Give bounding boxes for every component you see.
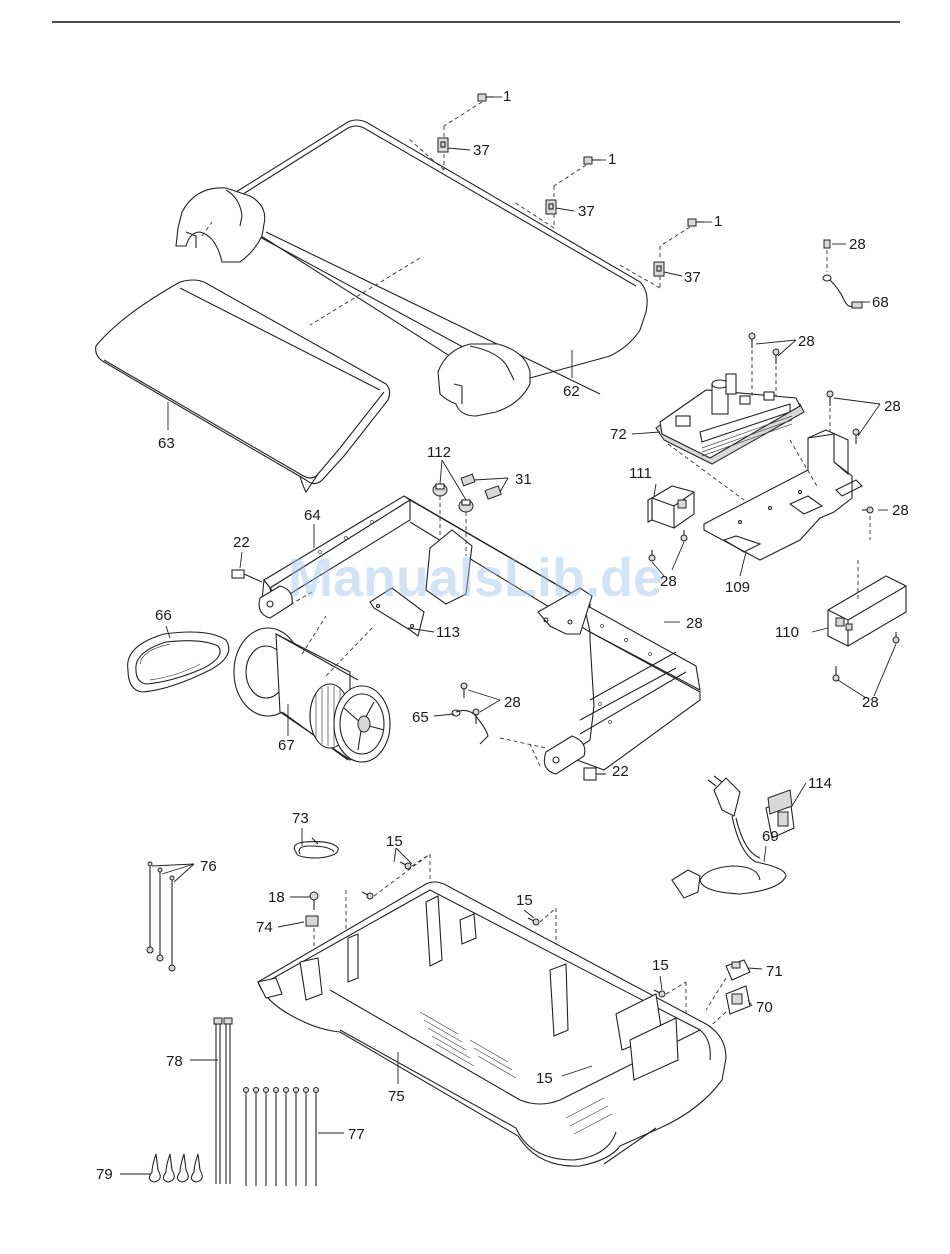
- label-part-111: 111: [629, 465, 652, 482]
- cable-tie-head: [294, 1088, 299, 1093]
- label-part-15: 15: [536, 1070, 553, 1087]
- controller-board-part-72: [656, 374, 804, 464]
- screw-part-28-controller-b: [773, 349, 779, 364]
- label-part-28: 28: [849, 236, 866, 253]
- cable-tie-head: [264, 1088, 269, 1093]
- cable-tie-head: [284, 1088, 289, 1093]
- label-part-28: 28: [660, 573, 677, 590]
- label-part-66: 66: [155, 607, 172, 624]
- label-part-64: 64: [304, 507, 321, 524]
- bracket-part-37-a: [438, 138, 448, 152]
- cable-tie-head: [254, 1088, 259, 1093]
- label-part-1: 1: [503, 88, 511, 105]
- screw-part-28-plate-c: [862, 507, 873, 513]
- drive-belt-part-66: [128, 632, 229, 692]
- bumper-part-112-b: [459, 500, 473, 512]
- bumper-part-112-a: [433, 484, 447, 496]
- screw-part-28-controller-a: [749, 333, 755, 348]
- label-part-15: 15: [386, 833, 403, 850]
- axle-bolt-part-22-a: [232, 570, 262, 582]
- label-part-65: 65: [412, 709, 429, 726]
- wire-clips-part-79: [149, 1154, 202, 1182]
- hood-cover-part-63: [96, 280, 390, 492]
- choke-part-110: [828, 576, 906, 646]
- label-part-15: 15: [516, 892, 533, 909]
- label-part-22: 22: [233, 534, 250, 551]
- label-part-31: 31: [515, 471, 532, 488]
- screw-part-28-plate-b: [853, 429, 859, 444]
- label-part-71: 71: [766, 963, 783, 980]
- label-part-28: 28: [686, 615, 703, 632]
- label-part-15: 15: [652, 957, 669, 974]
- label-part-63: 63: [158, 435, 175, 452]
- screw-part-28-choke-b: [893, 632, 899, 643]
- long-cable-ties-part-78: [214, 1018, 232, 1184]
- screw-part-15-b: [400, 862, 411, 869]
- label-part-67: 67: [278, 737, 295, 754]
- label-part-75: 75: [388, 1088, 405, 1105]
- drive-motor-part-67: [234, 628, 390, 762]
- power-receptacle-part-70: [726, 986, 750, 1014]
- label-part-37: 37: [578, 203, 595, 220]
- bushing-part-74: [306, 916, 318, 926]
- label-part-62: 62: [563, 383, 580, 400]
- screw-part-1-b: [584, 157, 600, 164]
- wire-harness-part-73: [294, 838, 338, 858]
- label-part-68: 68: [872, 294, 889, 311]
- motor-base-part-75: [258, 882, 726, 1166]
- bolt-part-31-a: [461, 474, 475, 486]
- label-part-79: 79: [96, 1166, 113, 1183]
- label-part-78: 78: [166, 1053, 183, 1070]
- cable-tie-head: [314, 1088, 319, 1093]
- label-part-74: 74: [256, 919, 273, 936]
- label-part-37: 37: [684, 269, 701, 286]
- label-part-72: 72: [610, 426, 627, 443]
- label-part-28: 28: [884, 398, 901, 415]
- label-part-1: 1: [714, 213, 722, 230]
- screw-part-1-a: [478, 94, 494, 101]
- label-part-109: 109: [725, 579, 750, 596]
- screw-part-28-choke-a: [833, 666, 839, 681]
- circuit-breaker-part-71: [726, 960, 750, 980]
- label-part-28: 28: [892, 502, 909, 519]
- label-part-22: 22: [612, 763, 629, 780]
- label-part-28: 28: [862, 694, 879, 711]
- screw-part-15-a: [362, 892, 373, 899]
- cable-ties-part-76: [147, 862, 175, 971]
- bolt-part-31-b: [485, 486, 501, 499]
- bracket-part-37-b: [546, 200, 556, 214]
- cable-ties-part-77: [244, 1088, 319, 1187]
- cable-tie-head: [304, 1088, 309, 1093]
- watermark-text: ManualsLib.de: [288, 548, 663, 608]
- ground-wire-part-65: [452, 683, 488, 744]
- label-part-112: 112: [427, 444, 451, 461]
- label-part-69: 69: [762, 828, 779, 845]
- screw-part-28-plate-a: [827, 391, 833, 406]
- label-part-76: 76: [200, 858, 217, 875]
- label-part-114: 114: [808, 775, 832, 792]
- label-part-70: 70: [756, 999, 773, 1016]
- cable-tie-head: [274, 1088, 279, 1093]
- screw-part-18: [310, 892, 318, 910]
- cable-tie-head: [244, 1088, 249, 1093]
- label-part-73: 73: [292, 810, 309, 827]
- screw-part-28-filter-b: [681, 530, 687, 541]
- label-part-1: 1: [608, 151, 616, 168]
- label-part-28: 28: [504, 694, 521, 711]
- label-part-18: 18: [268, 889, 285, 906]
- screw-part-1-c: [688, 219, 704, 226]
- bracket-part-37-c: [654, 262, 664, 276]
- label-part-113: 113: [436, 624, 460, 641]
- label-part-28: 28: [798, 333, 815, 350]
- label-part-77: 77: [348, 1126, 365, 1143]
- label-part-37: 37: [473, 142, 490, 159]
- screw-part-15-c: [528, 918, 539, 925]
- label-part-110: 110: [775, 624, 799, 641]
